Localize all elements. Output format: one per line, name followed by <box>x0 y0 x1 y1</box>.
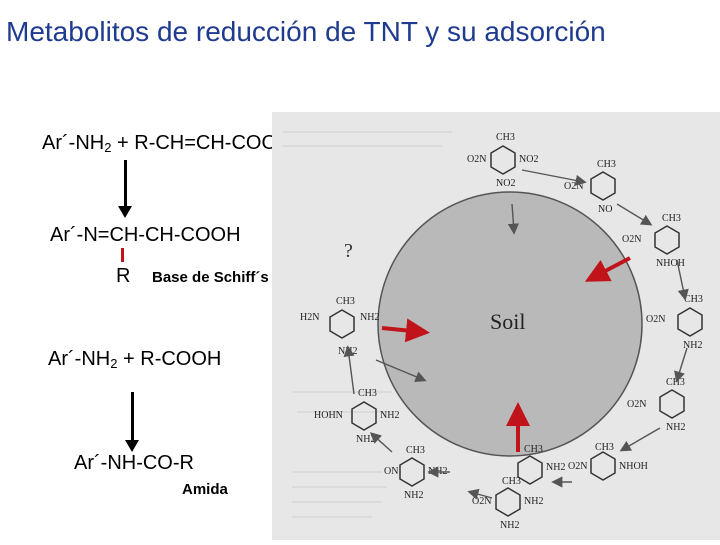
label-ch3-10: CH3 <box>358 388 377 399</box>
tat-ring-left <box>329 309 355 339</box>
arrow-adnt-to-hadnt <box>616 203 653 226</box>
dant-ring-lower-right <box>659 389 685 419</box>
label-o2n-5: O2N <box>627 399 646 410</box>
label-ch3-3: CH3 <box>662 213 681 224</box>
red-highlight-arrows <box>381 256 631 452</box>
label-ch3-7: CH3 <box>524 444 543 455</box>
amino-ring-bottom <box>495 487 521 517</box>
label-ch3-6: CH3 <box>595 442 614 453</box>
label-nh2-8: NH2 <box>360 312 379 323</box>
label-nh2-2: NH2 <box>666 422 685 433</box>
label-nh2-7: NH2 <box>356 434 375 445</box>
soil-circle <box>377 191 643 457</box>
label-ch3-8: CH3 <box>502 476 521 487</box>
schiff-label: Base de Schiff´s <box>152 269 269 286</box>
reaction1-arrow <box>124 160 127 208</box>
slide-title: Metabolitos de reducción de TNT y su ads… <box>6 16 606 47</box>
amide-label: Amida <box>182 481 228 498</box>
label-no2-1: NO2 <box>519 154 538 165</box>
hydroxylamino-ring-bottom-right <box>590 451 616 481</box>
red-arrow-upper-right <box>584 256 631 282</box>
label-o2n-3: O2N <box>622 234 641 245</box>
arrow-dant-to-lower <box>674 347 688 383</box>
arrow-amino-to-left <box>467 488 493 500</box>
label-ch3-1: CH3 <box>496 132 515 143</box>
label-nh2-4: NH2 <box>500 520 519 531</box>
label-o2n-4: O2N <box>646 314 665 325</box>
arrow-tnt-to-adnt <box>521 169 587 186</box>
amide-product: Ar´-NH-CO-R <box>74 452 194 474</box>
label-nh3-1: NH2 <box>546 462 565 473</box>
label-nh2-9: NH2 <box>338 346 357 357</box>
label-o2n-6: O2N <box>568 461 587 472</box>
label-o2n-2: O2N <box>564 181 583 192</box>
soil-label: Soil <box>490 309 525 334</box>
reaction1-arrow-head <box>118 206 132 218</box>
adnt-ring-top <box>590 171 616 201</box>
nitroso-ring-bottom-left <box>399 457 425 487</box>
reaction1-acid: + R-CH=CH-COOH <box>111 132 292 154</box>
label-o2n-1: O2N <box>467 154 486 165</box>
azoxy-ring-bottom <box>517 455 543 485</box>
benzene-rings <box>329 145 703 517</box>
reaction2-acid: + R-COOH <box>117 348 222 370</box>
tnt-soil-figure: Soil ? CH3 O2N NO2 NO2 CH3 O2N NO CH3 <box>272 112 720 540</box>
reaction2-amine: Ar´-NH <box>48 348 111 370</box>
reaction2-arrow-head <box>125 440 139 452</box>
label-ch3-4: CH3 <box>684 294 703 305</box>
arrow-tat-to-soil <box>375 359 427 382</box>
label-o2n-7: O2N <box>472 496 491 507</box>
arrow-lower-to-bottom-right <box>619 427 661 452</box>
tnt-soil-diagram: Soil ? CH3 O2N NO2 NO2 CH3 O2N NO CH3 <box>282 131 703 531</box>
dant-ring-right <box>677 307 703 337</box>
arrow-tnt-down <box>507 203 519 235</box>
reaction1-amine: Ar´-NH <box>42 132 105 154</box>
arrow-nitroso-to-hydroxylamino <box>369 432 393 453</box>
hadnt-ring <box>654 225 680 255</box>
label-no2-2: NO2 <box>496 178 515 189</box>
label-ch3-11: CH3 <box>336 296 355 307</box>
label-nhoh-1: NHOH <box>656 258 685 269</box>
question-mark: ? <box>344 240 353 262</box>
label-ch3-9: CH3 <box>406 445 425 456</box>
label-nh2-1: NH2 <box>683 340 702 351</box>
label-hohn: HOHN <box>314 410 343 421</box>
reaction1-line: Ar´-NH2 + R-CH=CH-COOH <box>42 132 291 155</box>
reaction2-line: Ar´-NH2 + R-COOH <box>48 348 221 371</box>
label-ch3-2: CH3 <box>597 159 616 170</box>
label-nh2-5: NH2 <box>404 490 423 501</box>
reaction2-amine-subscript: 2 <box>110 356 118 371</box>
label-no-1: NO <box>598 204 612 215</box>
reaction2-arrow <box>131 392 134 442</box>
label-nhoh-2: NHOH <box>619 461 648 472</box>
pathway-arrows <box>343 169 689 500</box>
arrow-hydroxylamino-to-tat <box>343 345 355 395</box>
tnt-ring <box>490 145 516 175</box>
schiff-product: Ar´-N=CH-CH-COOH <box>50 224 241 246</box>
arrow-hadnt-to-dant <box>676 259 689 301</box>
label-nh2-6: NH2 <box>380 410 399 421</box>
reaction1-amine-subscript: 2 <box>104 140 112 155</box>
label-nh2-3: NH2 <box>524 496 543 507</box>
group-labels: CH3 O2N NO2 NO2 CH3 O2N NO CH3 O2N NHOH … <box>300 132 703 531</box>
schiff-bond <box>121 248 124 262</box>
schiff-r-group: R <box>116 265 131 287</box>
label-on-1: ON <box>384 466 398 477</box>
hydroxylamino-ring-left <box>351 401 377 431</box>
red-arrow-left <box>381 318 430 343</box>
label-h2n: H2N <box>300 312 319 323</box>
label-ch3-5: CH3 <box>666 377 685 388</box>
